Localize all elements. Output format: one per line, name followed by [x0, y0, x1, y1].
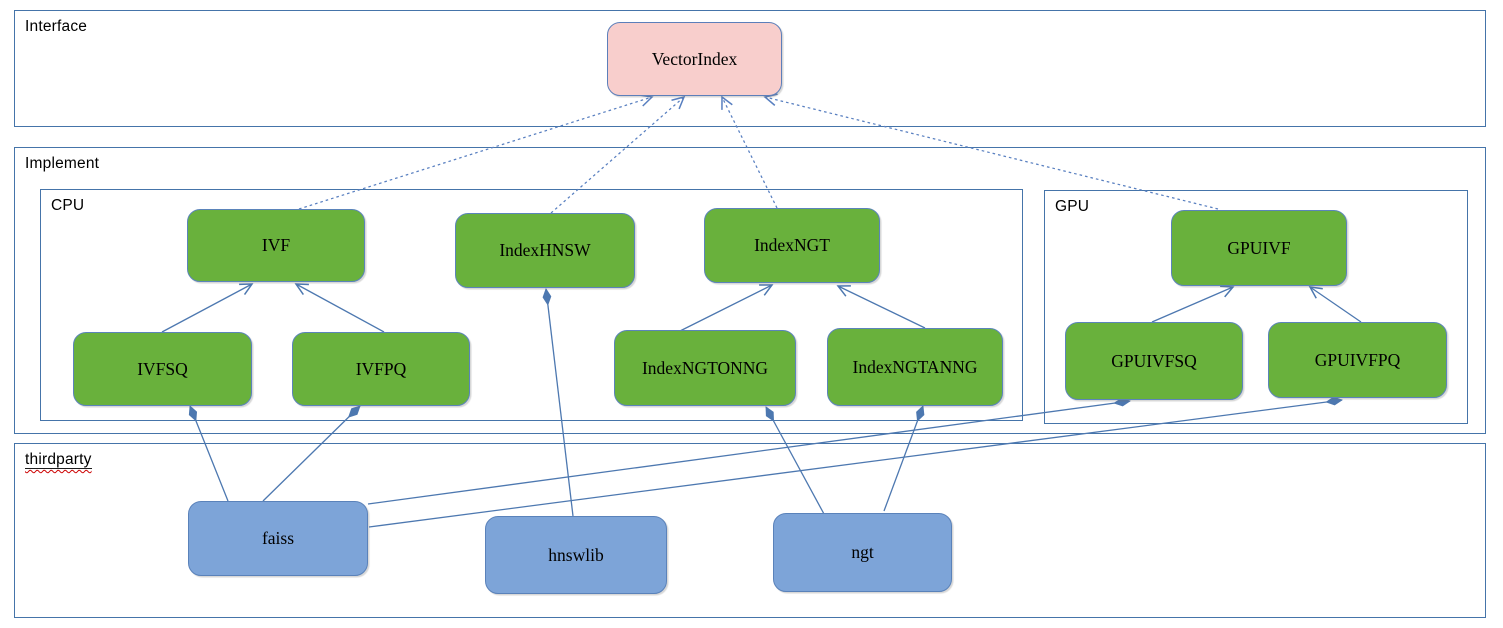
node-IndexNGTANNG[interactable]: IndexNGTANNG	[827, 328, 1003, 406]
container-gpu-label: GPU	[1055, 198, 1090, 215]
container-interface-label: Interface	[25, 18, 88, 35]
node-GPUIVF[interactable]: GPUIVF	[1171, 210, 1347, 286]
node-hnswlib-label: hnswlib	[548, 544, 604, 565]
node-hnswlib[interactable]: hnswlib	[485, 516, 667, 594]
node-IVFPQ-label: IVFPQ	[355, 358, 407, 379]
node-IVFPQ[interactable]: IVFPQ	[292, 332, 470, 406]
node-IVF-label: IVF	[261, 235, 291, 255]
node-ngt-label: ngt	[851, 542, 874, 562]
node-GPUIVF-label: GPUIVF	[1227, 237, 1291, 258]
node-GPUIVFPQ[interactable]: GPUIVFPQ	[1268, 322, 1447, 398]
container-thirdparty-label: thirdparty	[25, 451, 92, 469]
node-faiss-label: faiss	[261, 528, 295, 548]
node-ngt[interactable]: ngt	[773, 513, 952, 592]
node-GPUIVFSQ[interactable]: GPUIVFSQ	[1065, 322, 1243, 400]
node-faiss[interactable]: faiss	[188, 501, 368, 576]
node-IVF[interactable]: IVF	[187, 209, 365, 282]
container-cpu-label: CPU	[51, 197, 85, 214]
node-GPUIVFPQ-label: GPUIVFPQ	[1314, 349, 1401, 370]
node-IndexNGT-label: IndexNGT	[754, 235, 830, 255]
node-VectorIndex[interactable]: VectorIndex	[607, 22, 782, 96]
node-IndexNGT[interactable]: IndexNGT	[704, 208, 880, 283]
node-IndexNGTANNG-label: IndexNGTANNG	[852, 356, 978, 377]
node-GPUIVFSQ-label: GPUIVFSQ	[1111, 350, 1197, 371]
node-VectorIndex-label: VectorIndex	[651, 48, 738, 69]
container-implement-label: Implement	[25, 155, 100, 172]
node-IVFSQ-label: IVFSQ	[137, 358, 188, 379]
node-IVFSQ[interactable]: IVFSQ	[73, 332, 252, 406]
node-IndexHNSW-label: IndexHNSW	[499, 240, 591, 260]
node-IndexNGTONNG[interactable]: IndexNGTONNG	[614, 330, 796, 406]
node-IndexHNSW[interactable]: IndexHNSW	[455, 213, 635, 288]
container-thirdparty-label-text: thirdparty	[25, 451, 92, 469]
node-IndexNGTONNG-label: IndexNGTONNG	[641, 357, 769, 378]
